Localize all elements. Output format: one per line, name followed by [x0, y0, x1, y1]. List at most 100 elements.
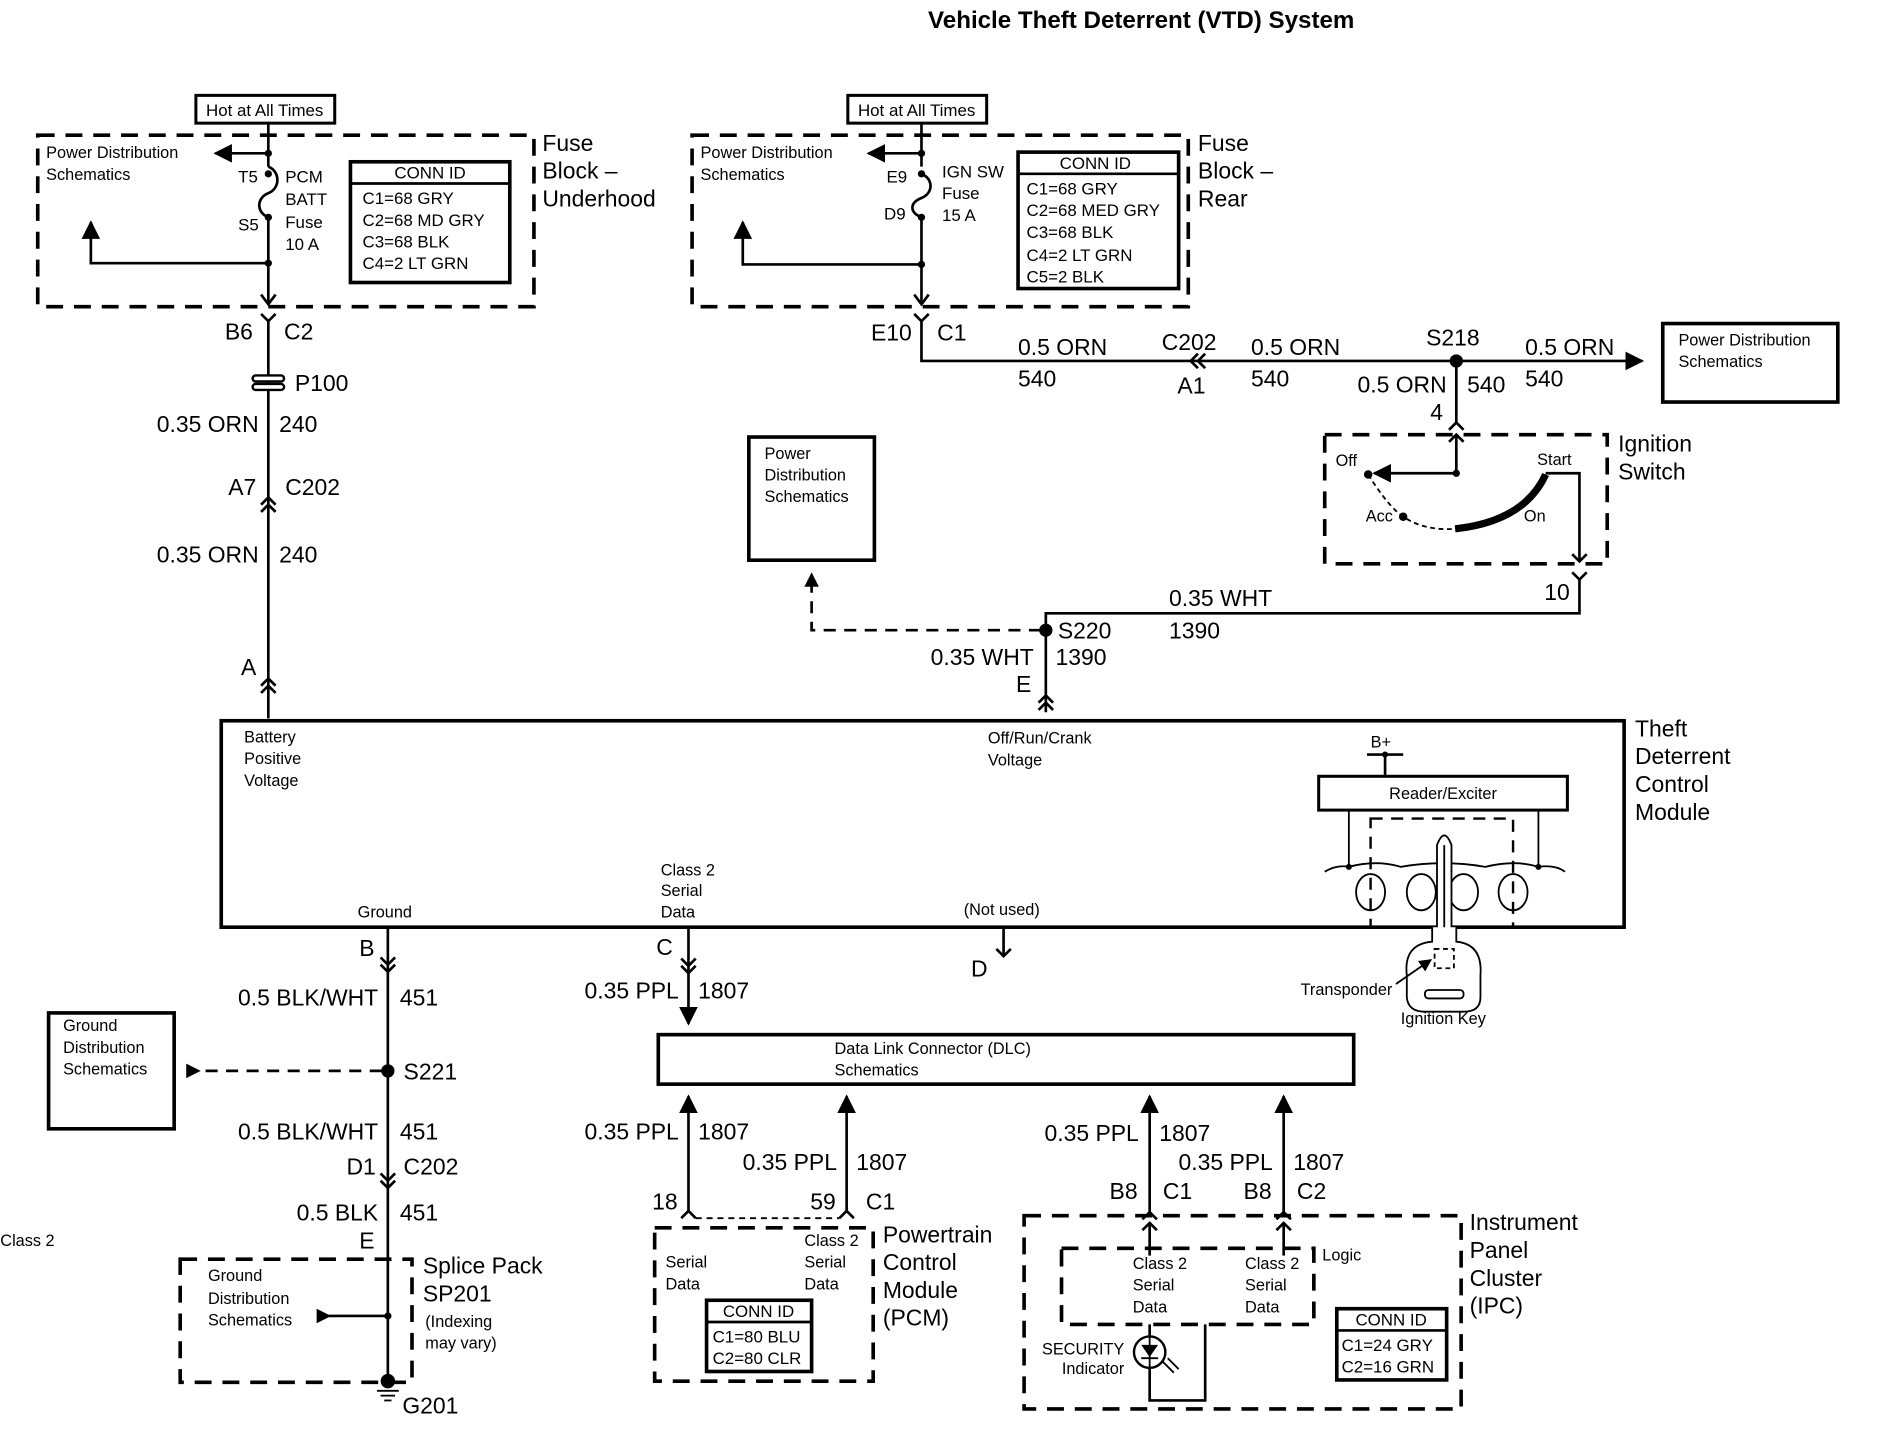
serial-data-label: Class 2 — [0, 1232, 54, 1250]
wire-number: 1807 — [1159, 1120, 1210, 1146]
component-name-3: Module — [883, 1277, 958, 1303]
pin-b8: B8 — [1110, 1178, 1138, 1204]
serial-data-label-2: Serial — [666, 1254, 708, 1272]
dlc-label: Data Link Connector (DLC) — [835, 1040, 1031, 1058]
pds-reference-box[interactable] — [747, 435, 877, 562]
fuse-label-2: Fuse — [942, 184, 980, 203]
fuse-block-rear: Hot at All Times Power Distribution Sche… — [690, 93, 1273, 309]
pin-d1: D1 — [346, 1154, 375, 1180]
splice-s220 — [1039, 623, 1053, 637]
splice-pack-name-2: SP201 — [423, 1280, 492, 1306]
ground-label: Ground — [358, 904, 412, 922]
wire-number: 240 — [279, 411, 317, 437]
serial-data-label-2: Serial — [1245, 1277, 1287, 1295]
label-s218: S218 — [1426, 324, 1480, 350]
gds-label: Ground — [63, 1017, 117, 1035]
ignition-key-label: Ignition Key — [1401, 1010, 1487, 1028]
serial-data-label-3: Data — [666, 1275, 701, 1293]
position-start: Start — [1537, 451, 1572, 469]
wire-number: 451 — [400, 985, 438, 1011]
label-s220: S220 — [1058, 618, 1112, 644]
wire-color: 0.5 ORN — [1251, 334, 1340, 360]
serial-data-label: Class 2 — [1245, 1255, 1299, 1273]
ground-g201 — [380, 1373, 396, 1389]
wire-color: 0.5 ORN — [1525, 334, 1614, 360]
component-name-4: (IPC) — [1470, 1293, 1523, 1319]
pds-label-line2: Distribution — [765, 467, 846, 485]
conn-id-row: C4=2 LT GRN — [362, 254, 468, 273]
gds-reference-box[interactable] — [46, 1011, 176, 1131]
battery-positive-label: Battery — [244, 728, 296, 746]
pds-label-line2: Schematics — [46, 166, 130, 184]
component-name-3: Control — [1635, 771, 1709, 797]
pin-10: 10 — [1544, 579, 1570, 605]
fuse-label-2: BATT — [285, 190, 327, 209]
component-name: Fuse — [542, 130, 593, 156]
gds-label-2: Distribution — [63, 1039, 144, 1057]
wire-number: 540 — [1467, 371, 1505, 397]
serial-data-label-2: Serial — [661, 882, 703, 900]
fuse-rating: 15 A — [942, 206, 977, 225]
pin-a7: A7 — [228, 474, 256, 500]
pin-c: C — [656, 934, 673, 960]
wire-color: 0.35 ORN — [157, 542, 259, 568]
label-p100: P100 — [295, 370, 349, 396]
wire-color: 0.35 PPL — [1044, 1120, 1138, 1146]
serial-data-label-3: Data — [1245, 1298, 1280, 1316]
wire-color: 0.35 PPL — [584, 977, 678, 1003]
component-name-3: Cluster — [1470, 1265, 1543, 1291]
data-link-connector[interactable] — [656, 1032, 1356, 1086]
security-indicator-label-2: Indicator — [1062, 1360, 1125, 1378]
gds-label-3: Schematics — [63, 1060, 147, 1078]
pds-label-line3: Schematics — [765, 488, 849, 506]
wire-color: 0.35 PPL — [743, 1149, 837, 1175]
connector-c202: C202 — [404, 1154, 459, 1180]
wire-color: 0.35 PPL — [584, 1119, 678, 1145]
battery-positive-label-2: Positive — [244, 750, 301, 768]
splice-s221 — [381, 1064, 395, 1078]
pin-e10: E10 — [871, 319, 912, 345]
pin-b8: B8 — [1244, 1178, 1272, 1204]
conn-id-row: C2=68 MED GRY — [1027, 201, 1160, 220]
serial-data-label-3: Data — [804, 1275, 839, 1293]
serial-data-label-2: Serial — [1133, 1277, 1175, 1295]
conn-id-row: C1=68 GRY — [362, 189, 453, 208]
serial-data-circuit: C 0.35 PPL 1807 D Data Link Connector (D… — [584, 927, 1356, 1086]
component-name-2: Panel — [1470, 1237, 1529, 1263]
conn-id-row: C2=80 CLR — [713, 1349, 802, 1368]
pin-a1: A1 — [1177, 373, 1205, 399]
component-name: Powertrain — [883, 1221, 993, 1247]
b-plus-label: B+ — [1371, 733, 1391, 751]
conn-id-row: C3=68 BLK — [1027, 223, 1115, 242]
wire-color: 0.5 BLK/WHT — [238, 1119, 378, 1145]
wire-number: 540 — [1018, 365, 1056, 391]
serial-data-label-2: Serial — [804, 1254, 846, 1272]
pds-label: Power Distribution — [1678, 331, 1810, 349]
position-acc: Acc — [1366, 508, 1393, 526]
conn-id-header: CONN ID — [394, 164, 465, 183]
hot-at-all-times-label: Hot at All Times — [858, 101, 975, 120]
pin-a: A — [241, 654, 257, 680]
pds-label-line2: Schematics — [1678, 353, 1762, 371]
pds-reference-box[interactable] — [1660, 321, 1840, 404]
conn-id-row: C1=24 GRY — [1342, 1336, 1433, 1355]
ignition-switch: Off Acc On Start Ignition Switch 10 — [1322, 431, 1692, 605]
fuse-label-3: Fuse — [285, 213, 323, 232]
pin-e9: E9 — [886, 167, 907, 186]
wire-number: 240 — [279, 542, 317, 568]
conn-id-row: C5=2 BLK — [1027, 268, 1105, 287]
position-on: On — [1524, 508, 1546, 526]
gds-label-2: Distribution — [208, 1290, 289, 1308]
pin-d: D — [971, 956, 988, 982]
conn-id-header: CONN ID — [1060, 154, 1131, 173]
position-off: Off — [1336, 452, 1358, 470]
fuse-rating: 10 A — [285, 235, 320, 254]
pin-t5: T5 — [238, 167, 258, 186]
fuse-symbol — [911, 172, 932, 219]
reader-exciter-label: Reader/Exciter — [1389, 785, 1497, 803]
ground-symbol-icon — [376, 1389, 399, 1402]
label-g201: G201 — [402, 1393, 458, 1419]
pds-label: Power — [765, 445, 812, 463]
ground-circuit: B 0.5 BLK/WHT 451 S221 Ground Distributi… — [46, 927, 543, 1419]
